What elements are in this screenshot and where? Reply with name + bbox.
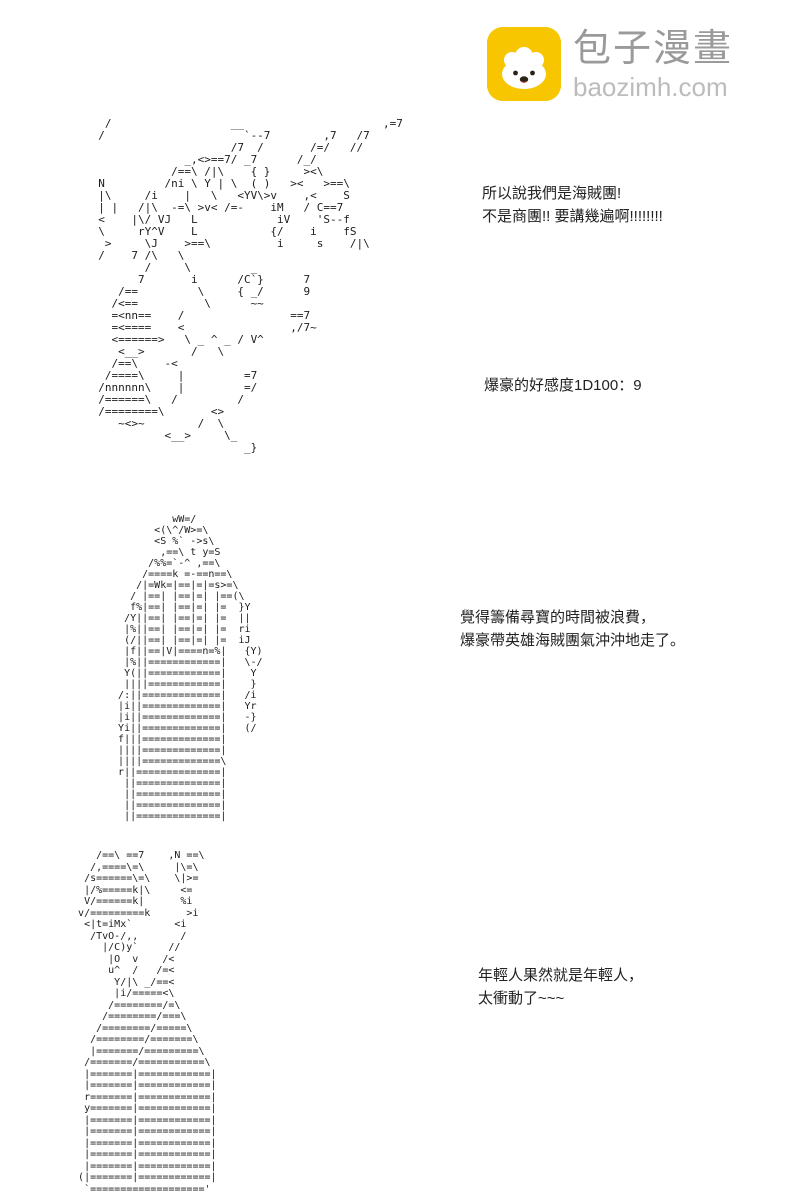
- ascii-art-panel-2: wW=/ <(\^/W>=\ <S %` ->s\ ,==\ t y=S /%%…: [118, 514, 263, 822]
- baozi-bun-icon: [487, 27, 561, 101]
- ascii-art-panel-3: /==\ ==7 ,N ==\ /,====\=\ |\=\ /s======\…: [78, 850, 217, 1195]
- caption-panel-3: 年輕人果然就是年輕人， 太衝動了~~~: [478, 967, 644, 1007]
- site-domain: baozimh.com: [573, 72, 728, 102]
- caption-panel-2: 覺得籌備尋寶的時間被浪費， 爆豪帶英雄海賊團氣沖沖地走了。: [460, 609, 686, 649]
- ascii-art-panel-1: / __ ,=7 / `--7 ,7 /7 /7 / /=/ // _,<>==…: [98, 117, 403, 454]
- brand-text: 包子漫畫 baozimh.com: [573, 27, 733, 103]
- site-name: 包子漫畫: [573, 28, 734, 70]
- caption-panel-1: 所以說我們是海賊團! 不是商團!! 要講幾遍啊!!!!!!!!: [482, 185, 663, 225]
- note-panel-1: 爆豪的好感度1D100：9: [484, 377, 642, 394]
- site-logo[interactable]: 包子漫畫 baozimh.com: [487, 27, 733, 103]
